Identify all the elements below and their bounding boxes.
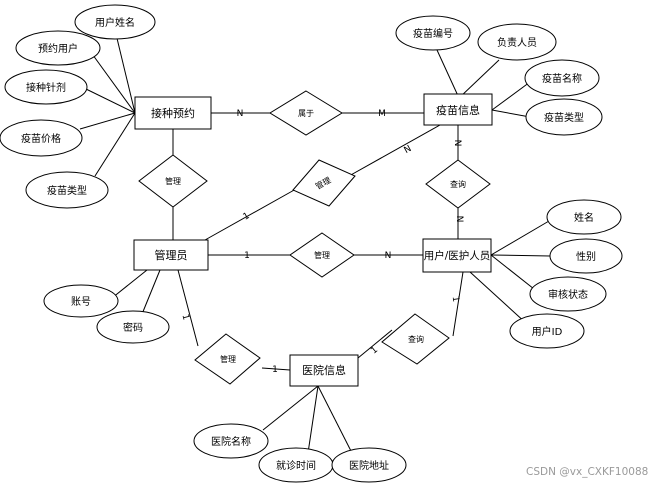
relationship-manage-appointment-label: 管理 — [165, 176, 181, 186]
attr-vaccine-id: 疫苗编号 — [395, 15, 471, 51]
relationship-manage-hospital-label: 管理 — [220, 354, 236, 364]
attr-vaccine-type: 疫苗类型 — [525, 98, 603, 136]
entity-vaccine: 疫苗信息 — [423, 93, 493, 126]
svg-text:性别: 性别 — [576, 250, 596, 263]
attr-hospital-name: 医院名称 — [193, 423, 269, 459]
attr-user-id: 用户ID — [509, 313, 585, 349]
attr-admin-account: 账号 — [43, 284, 119, 318]
cardinality-vaccine-belongs: M — [378, 109, 386, 119]
entity-appointment: 接种预约 — [134, 96, 212, 130]
svg-text:疫苗编号: 疫苗编号 — [413, 27, 453, 40]
attr-admin-password: 密码 — [96, 310, 170, 344]
relationship-belongs: 属于 — [269, 90, 343, 136]
svg-text:审核状态: 审核状态 — [548, 288, 588, 301]
svg-text:用户ID: 用户ID — [532, 325, 563, 338]
relationship-query-hospital: 查询 — [381, 313, 450, 365]
relationship-belongs-label: 属于 — [298, 109, 314, 118]
entity-admin: 管理员 — [133, 239, 209, 271]
relationship-query-hospital-label: 查询 — [408, 334, 424, 344]
attr-appointment-vaccine-type: 疫苗类型 — [25, 171, 109, 209]
cardinality-hospital-manage: 1 — [272, 365, 278, 375]
svg-text:用户姓名: 用户姓名 — [95, 16, 135, 29]
entity-user: 用户/医护人员 — [422, 238, 492, 273]
cardinality-admin-manage-user: 1 — [244, 251, 250, 261]
cardinality-user-query-hospital: 1 — [450, 296, 461, 303]
cardinality-user-query-vaccine: N — [454, 216, 464, 223]
connector-lines — [79, 29, 551, 454]
attr-appointment-booking-user: 预约用户 — [15, 30, 101, 66]
cardinality-labels: N M N 1 1 N N N 1 1 1 1 — [179, 109, 464, 375]
svg-text:接种针剂: 接种针剂 — [26, 81, 66, 94]
cardinality-user-manage: N — [385, 251, 392, 261]
svg-text:负责人员: 负责人员 — [497, 36, 537, 49]
cardinality-hospital-query: 1 — [369, 345, 380, 356]
entity-user-label: 用户/医护人员 — [424, 249, 491, 262]
relationship-query-vaccine: 查询 — [425, 159, 491, 209]
attr-appointment-vaccine-price: 疫苗价格 — [0, 119, 83, 157]
entity-hospital: 医院信息 — [289, 354, 359, 387]
svg-text:预约用户: 预约用户 — [38, 42, 78, 55]
svg-text:疫苗价格: 疫苗价格 — [21, 132, 61, 145]
cardinality-admin-manage-vaccine: 1 — [242, 211, 252, 223]
attr-user-gender: 性别 — [549, 238, 623, 274]
attr-appointment-user-name: 用户姓名 — [74, 4, 156, 40]
cardinality-admin-manage-hospital: 1 — [179, 313, 190, 321]
svg-text:姓名: 姓名 — [574, 211, 594, 224]
entity-appointment-label: 接种预约 — [151, 106, 195, 120]
relationship-manage-user: 管理 — [289, 232, 355, 278]
cardinality-vaccine-manage: N — [403, 144, 414, 156]
attr-hospital-address: 医院地址 — [331, 447, 407, 483]
relationship-manage-appointment: 管理 — [138, 154, 208, 208]
attr-user-review-status: 审核状态 — [529, 276, 607, 312]
relationship-manage-hospital: 管理 — [194, 333, 261, 385]
svg-text:疫苗名称: 疫苗名称 — [542, 72, 582, 85]
relationship-manage-vaccine: 管理 — [292, 159, 356, 207]
svg-text:医院地址: 医院地址 — [349, 459, 389, 472]
relationship-manage-user-label: 管理 — [314, 250, 330, 260]
entity-vaccine-label: 疫苗信息 — [436, 103, 480, 117]
attr-hospital-visit-time: 就诊时间 — [258, 447, 334, 483]
svg-text:疫苗类型: 疫苗类型 — [47, 184, 87, 197]
svg-text:账号: 账号 — [71, 296, 91, 308]
attr-appointment-dose: 接种针剂 — [4, 69, 88, 105]
cardinality-vaccine-query: N — [452, 140, 462, 147]
attr-vaccine-name: 疫苗名称 — [524, 59, 600, 97]
entity-admin-label: 管理员 — [155, 248, 188, 262]
svg-text:密码: 密码 — [123, 321, 143, 334]
relationship-query-vaccine-label: 查询 — [450, 179, 466, 189]
svg-text:就诊时间: 就诊时间 — [276, 459, 316, 472]
svg-text:疫苗类型: 疫苗类型 — [544, 111, 584, 124]
attr-user-name: 姓名 — [546, 199, 622, 235]
attr-vaccine-owner: 负责人员 — [477, 23, 557, 61]
cardinality-appointment-belongs: N — [237, 109, 244, 119]
svg-text:医院名称: 医院名称 — [211, 435, 251, 448]
entity-hospital-label: 医院信息 — [302, 363, 346, 377]
watermark: CSDN @vx_CXKF10088 — [526, 466, 649, 478]
